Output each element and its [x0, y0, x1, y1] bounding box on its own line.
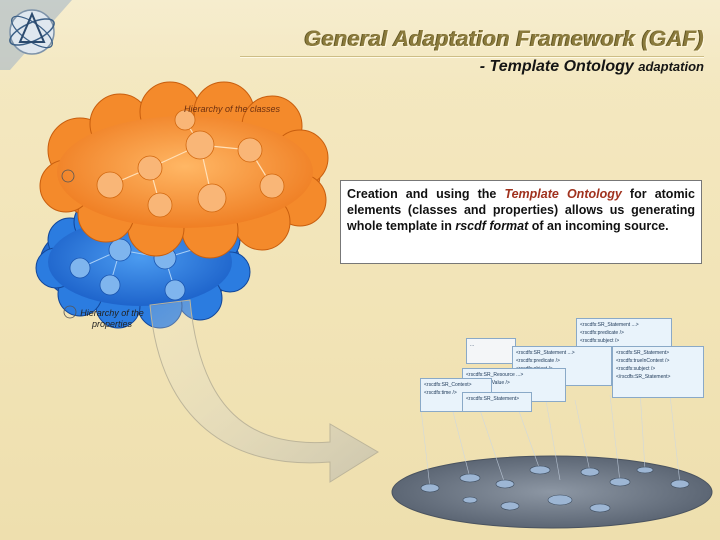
slide-title: General Adaptation Framework (GAF) [304, 26, 704, 51]
properties-label-line1: Hierarchy of the [80, 308, 144, 318]
callout-emphasis: Template Ontology [504, 187, 622, 201]
subtitle-main: - Template Ontology [479, 58, 634, 75]
callout-text-1: Creation and using the [347, 187, 505, 201]
properties-hierarchy-label: Hierarchy of the properties [66, 308, 158, 330]
classes-hierarchy-label: Hierarchy of the classes [184, 104, 281, 114]
curved-arrow-icon [149, 299, 379, 483]
header-band [0, 0, 720, 90]
callout-text-3: of an incoming source. [528, 219, 669, 233]
xml-card: <rscdfs:SR_Statement><rscdfs:trueInConte… [612, 346, 704, 398]
ontology-platform-icon [391, 389, 713, 529]
slide-subtitle: - Template Ontology adaptation [480, 58, 704, 76]
xml-card: <rscdfs:SR_Statement> [462, 392, 532, 412]
callout-text-2: for atomic elements (classes and propert… [347, 187, 695, 233]
logo-emblem-icon [0, 0, 72, 70]
xml-card: ... [466, 338, 516, 364]
subtitle-tail: adaptation [638, 59, 704, 74]
card-ellipsis: ... [470, 342, 475, 348]
title-divider [240, 56, 704, 58]
callout-format: rscdf format [455, 219, 529, 233]
properties-label-line2: properties [91, 319, 133, 329]
classes-cloud-icon [39, 81, 329, 259]
description-callout: Creation and using the Template Ontology… [340, 180, 702, 264]
